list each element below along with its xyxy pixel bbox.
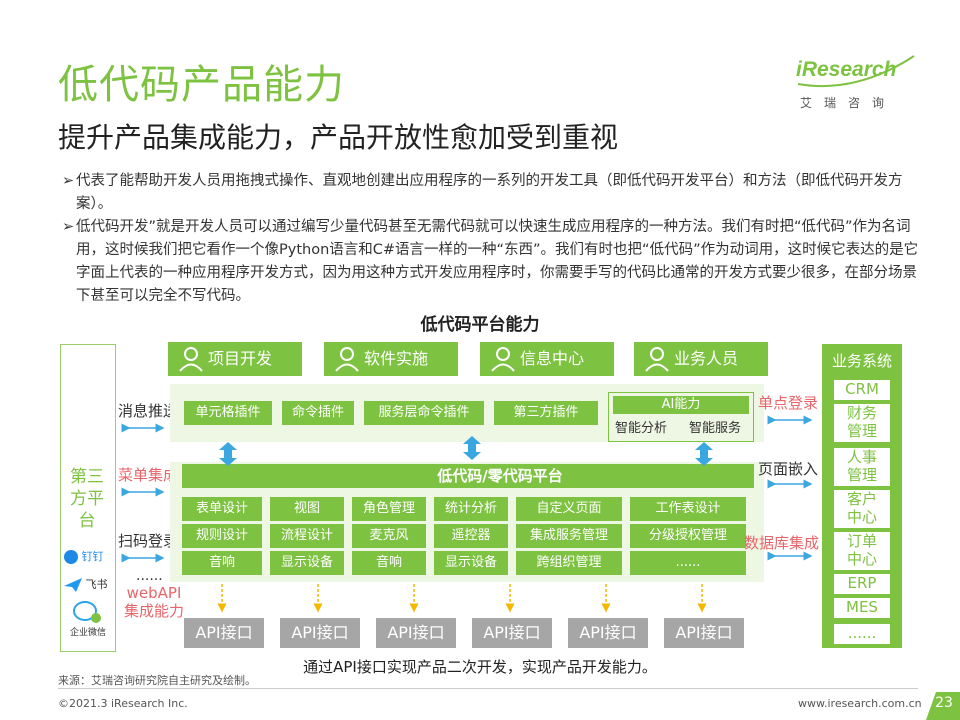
grid-cell: 显示设备 bbox=[434, 551, 508, 575]
grid-cell: 麦克风 bbox=[352, 524, 426, 548]
dingtalk-icon bbox=[64, 550, 78, 564]
diagram-title: 低代码平台能力 bbox=[420, 315, 540, 335]
page-number-badge bbox=[926, 692, 960, 720]
app-wecom: 企业微信 bbox=[68, 600, 108, 638]
business-system-item: 人事管理 bbox=[834, 448, 890, 486]
business-system-item: CRM bbox=[834, 380, 890, 400]
vertical-arrow-left bbox=[219, 442, 237, 466]
wecom-icon bbox=[73, 601, 101, 623]
bullet-item-1: ➢ 代表了能帮助开发人员用拖拽式操作、直观地创建出应用程序的一系列的开发工具（即… bbox=[62, 170, 922, 216]
grid-cell: 视图 bbox=[270, 497, 344, 521]
grid-cell: 规则设计 bbox=[182, 524, 262, 548]
grid-cell: 分级授权管理 bbox=[630, 524, 746, 548]
api-interface-box: API接口 bbox=[376, 618, 456, 648]
business-system-item: MES bbox=[834, 598, 890, 618]
grid-cell: 工作表设计 bbox=[630, 497, 746, 521]
vertical-arrow-mid bbox=[463, 436, 481, 460]
role-business-user: 业务人员 bbox=[634, 342, 768, 376]
bullet-item-2: ➢ 低代码开发”就是开发人员可以通过编写少量代码甚至无需代码就可以快速生成应用程… bbox=[62, 216, 922, 308]
module-command-plugin: 命令插件 bbox=[282, 401, 354, 425]
role-info-center: 信息中心 bbox=[480, 342, 614, 376]
platform-title: 低代码/零代码平台 bbox=[437, 467, 563, 485]
user-icon bbox=[491, 347, 515, 372]
api-interface-box: API接口 bbox=[568, 618, 648, 648]
logo-cn: 艾瑞咨询 bbox=[800, 96, 897, 110]
footer-divider bbox=[58, 688, 918, 689]
platform-title-bar bbox=[182, 464, 754, 488]
label-page-embed: 页面嵌入 bbox=[758, 460, 819, 478]
page-number: 23 bbox=[935, 695, 953, 711]
diagram-caption: 通过API接口实现产品二次开发，实现产品开发能力。 bbox=[303, 658, 657, 676]
grid-cell: 统计分析 bbox=[434, 497, 508, 521]
app-dingtalk: 钉钉 bbox=[64, 548, 112, 564]
grid-cell: ...... bbox=[630, 551, 746, 575]
ai-item-service: 智能服务 bbox=[689, 421, 742, 436]
bullet-marker: ➢ bbox=[62, 219, 75, 235]
user-icon bbox=[179, 347, 203, 372]
grid-cell: 音响 bbox=[182, 551, 262, 575]
api-interface-box: API接口 bbox=[664, 618, 744, 648]
label-sso: 单点登录 bbox=[758, 394, 819, 412]
grid-cell: 遥控器 bbox=[434, 524, 508, 548]
copyright: ©2021.3 iResearch Inc. bbox=[58, 697, 188, 710]
business-system-item: 订单中心 bbox=[834, 532, 890, 570]
third-party-label: 第三方平台 bbox=[70, 467, 104, 531]
source-note: 来源：艾瑞咨询研究院自主研究及绘制。 bbox=[58, 674, 256, 687]
logo-word: iResearch bbox=[796, 58, 897, 81]
business-system-item: 客户中心 bbox=[834, 490, 890, 528]
feishu-icon bbox=[64, 578, 82, 592]
label-menu-integration: 菜单集成 bbox=[118, 466, 179, 484]
business-systems-title: 业务系统 bbox=[831, 352, 892, 370]
business-system-item: ERP bbox=[834, 574, 890, 594]
label-db-integration: 数据库集成 bbox=[744, 534, 820, 552]
grid-cell: 显示设备 bbox=[270, 551, 344, 575]
grid-cell: 自定义页面 bbox=[516, 497, 622, 521]
api-interface-box: API接口 bbox=[184, 618, 264, 648]
footer-url[interactable]: www.iresearch.com.cn bbox=[798, 697, 922, 710]
label-qr-login: 扫码登录 bbox=[118, 532, 179, 550]
role-project-dev: 项目开发 bbox=[168, 342, 302, 376]
user-icon bbox=[335, 347, 359, 372]
logo-swoosh-icon bbox=[797, 55, 915, 87]
app-feishu: 飞书 bbox=[64, 576, 112, 592]
module-third-party-plugin: 第三方插件 bbox=[494, 401, 598, 425]
business-system-item: ...... bbox=[834, 624, 890, 644]
grid-cell: 流程设计 bbox=[270, 524, 344, 548]
user-icon bbox=[645, 347, 669, 372]
label-message-push: 消息推送 bbox=[118, 402, 179, 420]
api-interface-box: API接口 bbox=[280, 618, 360, 648]
ai-item-analysis: 智能分析 bbox=[615, 421, 668, 436]
module-service-plugin: 服务层命令插件 bbox=[364, 401, 484, 425]
grid-cell: 角色管理 bbox=[352, 497, 426, 521]
third-party-box bbox=[60, 344, 116, 652]
vertical-arrow-right bbox=[695, 442, 713, 466]
business-system-item: 财务管理 bbox=[834, 404, 890, 442]
module-cell-plugin: 单元格插件 bbox=[184, 401, 272, 425]
role-implementation: 软件实施 bbox=[324, 342, 458, 376]
api-interface-box: API接口 bbox=[472, 618, 552, 648]
page-title: 低代码产品能力 bbox=[58, 62, 345, 108]
iresearch-logo: iResearch 艾瑞咨询 bbox=[796, 54, 916, 116]
grid-cell: 表单设计 bbox=[182, 497, 262, 521]
left-more: ...... bbox=[136, 568, 163, 584]
grid-cell: 集成服务管理 bbox=[516, 524, 622, 548]
grid-cell: 跨组织管理 bbox=[516, 551, 622, 575]
bullet-text: 代表了能帮助开发人员用拖拽式操作、直观地创建出应用程序的一系列的开发工具（即低代… bbox=[76, 173, 903, 212]
ai-title: AI能力 bbox=[613, 396, 749, 414]
ai-capability-box: AI能力 智能分析 智能服务 bbox=[608, 392, 754, 442]
bullet-text: 低代码开发”就是开发人员可以通过编写少量代码甚至无需代码就可以快速生成应用程序的… bbox=[76, 219, 919, 304]
page-subtitle: 提升产品集成能力，产品开放性愈加受到重视 bbox=[58, 121, 619, 154]
bullet-marker: ➢ bbox=[62, 173, 75, 189]
grid-cell: 音响 bbox=[352, 551, 426, 575]
